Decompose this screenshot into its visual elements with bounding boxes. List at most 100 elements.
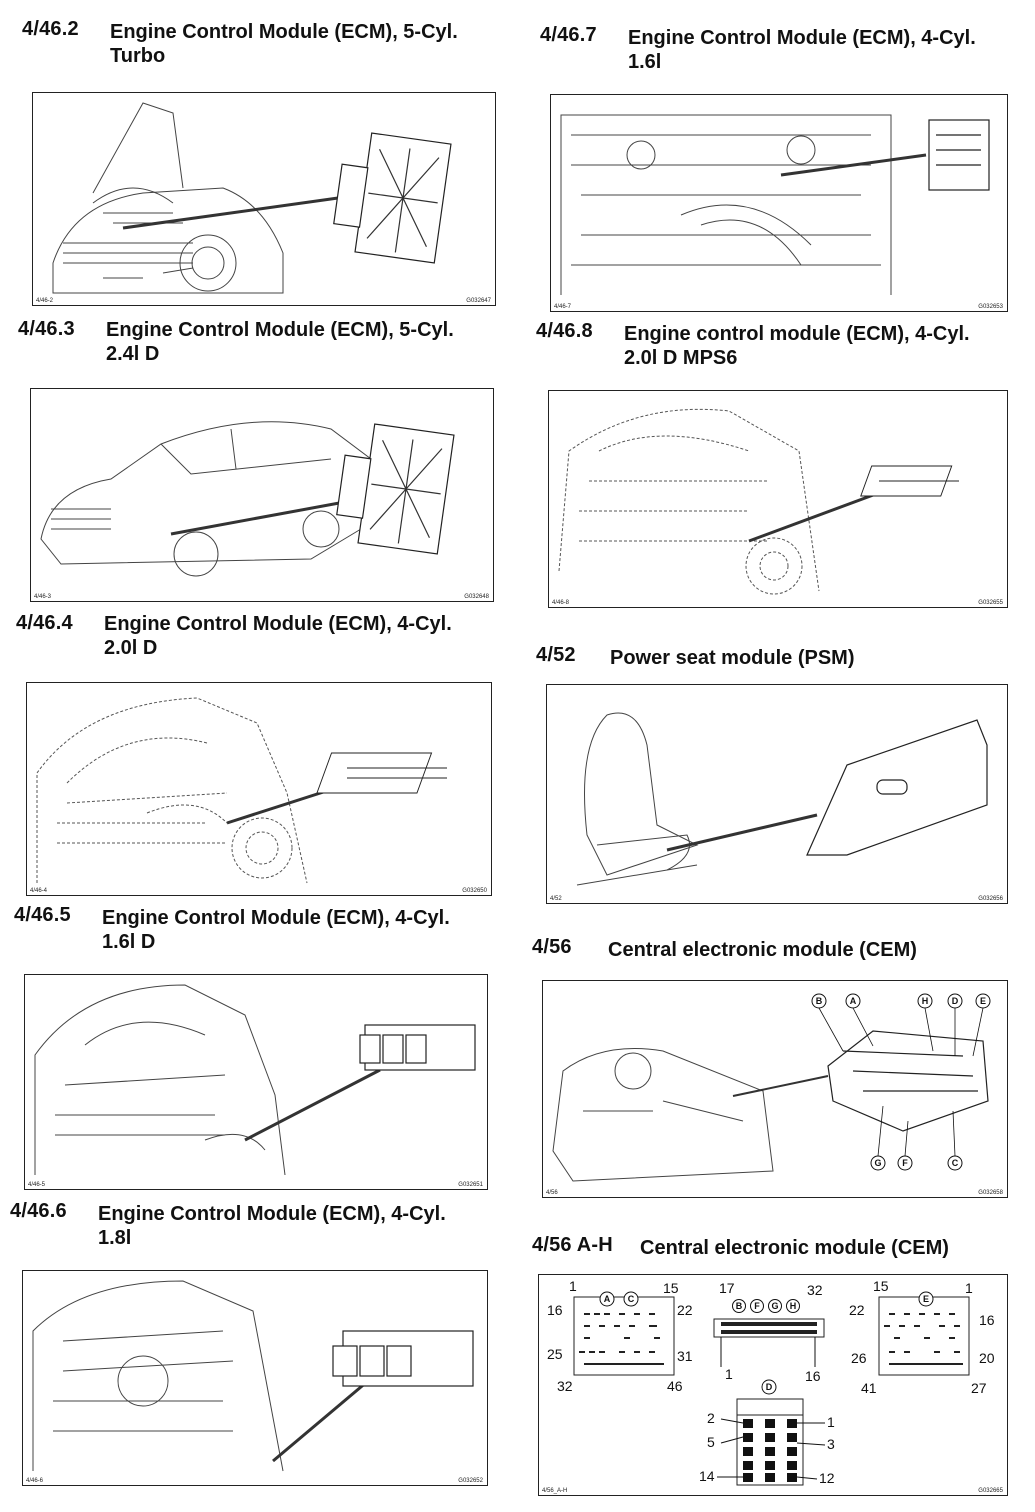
section-title: Central electronic module (CEM) <box>640 1236 949 1260</box>
pinout-letter-b: B <box>736 1301 743 1311</box>
section-code: 4/46.2 <box>22 18 79 40</box>
connector-d: D 2 1 5 3 14 12 <box>699 1379 835 1486</box>
figure-ecm-4cyl-20d: 4/46-4 G032650 <box>26 682 492 896</box>
pinout-diagram: A C 1 15 16 22 25 31 32 46 B F G H 17 32… <box>547 1278 995 1486</box>
callout-f: F <box>902 1158 908 1168</box>
pin-label: 14 <box>699 1468 715 1484</box>
title-line-1: Power seat module (PSM) <box>610 647 855 669</box>
section-title: Engine Control Module (ECM), 4-Cyl. 1.6l… <box>102 906 450 954</box>
pinout-letter-a: A <box>604 1294 611 1304</box>
section-title: Engine Control Module (ECM), 5-Cyl. Turb… <box>110 20 458 68</box>
figure-id-right: G032656 <box>978 896 1003 902</box>
figure-id-left: 4/46-3 <box>34 594 52 600</box>
figure-id-right: G032655 <box>978 600 1003 606</box>
pin-label: 22 <box>677 1302 693 1318</box>
pin-label: 31 <box>677 1348 693 1364</box>
section-code: 4/46.4 <box>16 612 73 634</box>
pin-label: 32 <box>557 1378 573 1394</box>
figure-id-left: 4/46-6 <box>26 1478 44 1484</box>
figure-cem: B A H D E G F C 4/56 G032658 <box>542 980 1008 1198</box>
pin-label: 20 <box>979 1350 995 1366</box>
callout-h: H <box>922 996 929 1006</box>
title-line-1: Central electronic module (CEM) <box>608 939 917 961</box>
connector-bfgh: B F G H 17 32 1 16 <box>713 1280 825 1384</box>
pin-label: 15 <box>873 1278 889 1294</box>
section-code: 4/56 <box>532 936 572 958</box>
pinout-letter-e: E <box>923 1294 929 1304</box>
figure-id-right: G032653 <box>978 304 1003 310</box>
ecm-unit <box>316 752 447 794</box>
pin-label: 15 <box>663 1280 679 1296</box>
figure-id-left: 4/46-2 <box>36 298 54 304</box>
section-title: Engine Control Module (ECM), 4-Cyl. 2.0l… <box>104 612 452 660</box>
section-code: 4/46.8 <box>536 320 593 342</box>
engine-bay-illustration <box>558 408 959 595</box>
title-line-2: 1.6l <box>628 51 662 73</box>
figure-id-right: G032650 <box>462 888 487 894</box>
pin-label: 1 <box>965 1280 973 1296</box>
figure-id-right: G032647 <box>466 298 491 304</box>
title-line-1: Central electronic module (CEM) <box>640 1237 949 1259</box>
pin-label: 22 <box>849 1302 865 1318</box>
pinout-letter-h: H <box>790 1301 797 1311</box>
section-code: 4/56 A-H <box>532 1234 613 1256</box>
callout-a: A <box>850 996 857 1006</box>
pin-label: 16 <box>979 1312 995 1328</box>
callout-g: G <box>874 1158 881 1168</box>
pin-label: 2 <box>707 1410 715 1426</box>
pinout-letter-d: D <box>766 1382 773 1392</box>
title-line-2: 2.0l D <box>104 637 158 659</box>
section-title: Engine control module (ECM), 4-Cyl. 2.0l… <box>624 322 970 370</box>
section-code: 4/52 <box>536 644 576 666</box>
figure-ecm-4cyl-16d: 4/46-5 G032651 <box>24 974 488 1190</box>
sedan-illustration <box>40 421 455 577</box>
ecm-unit <box>333 132 452 264</box>
figure-id-left: 4/46-7 <box>554 304 572 310</box>
engine-bay-illustration <box>560 114 990 295</box>
title-line-1: Engine Control Module (ECM), 4-Cyl. <box>104 613 452 635</box>
pin-label: 12 <box>819 1470 835 1486</box>
title-line-1: Engine Control Module (ECM), 4-Cyl. <box>98 1203 446 1225</box>
section-code: 4/46.3 <box>18 318 75 340</box>
pin-label: 32 <box>807 1282 823 1298</box>
connector-ac: A C 1 15 16 22 25 31 32 46 <box>547 1278 693 1394</box>
pinout-letter-g: G <box>771 1301 778 1311</box>
pin-label: 1 <box>725 1366 733 1382</box>
title-line-1: Engine Control Module (ECM), 4-Cyl. <box>628 27 976 49</box>
figure-ecm-4cyl-20d-mps6: 4/46-8 G032655 <box>548 390 1008 608</box>
figure-id-left: 4/46-5 <box>28 1182 46 1188</box>
callout-d: D <box>952 996 959 1006</box>
title-line-2: 2.4l D <box>106 343 160 365</box>
section-code: 4/46.7 <box>540 24 597 46</box>
ecm-unit <box>332 1330 474 1387</box>
engine-bay-illustration <box>36 697 447 884</box>
title-line-1: Engine Control Module (ECM), 5-Cyl. <box>110 21 458 43</box>
figure-power-seat-module: 4/52 G032656 <box>546 684 1008 904</box>
cem-unit <box>827 1030 989 1132</box>
section-title: Power seat module (PSM) <box>610 646 855 670</box>
connector-e: E 15 1 22 16 26 20 41 27 <box>849 1278 995 1396</box>
callout-c: C <box>952 1158 959 1168</box>
cem-illustration: B A H D E G F C <box>552 993 991 1182</box>
title-line-2: Turbo <box>110 45 166 67</box>
section-title: Engine Control Module (ECM), 5-Cyl. 2.4l… <box>106 318 454 366</box>
pin-label: 16 <box>805 1368 821 1384</box>
figure-id-right: G032648 <box>464 594 489 600</box>
ecm-unit <box>359 1024 476 1071</box>
pinout-letter-f: F <box>754 1301 760 1311</box>
callout-b: B <box>816 996 823 1006</box>
pin-label: 26 <box>851 1350 867 1366</box>
engine-bay-illustration <box>52 102 452 294</box>
engine-bay-illustration <box>32 1280 474 1472</box>
figure-ecm-4cyl-18: 4/46-6 G032652 <box>22 1270 488 1486</box>
figure-id-left: 4/56 <box>546 1190 558 1196</box>
title-line-1: Engine Control Module (ECM), 4-Cyl. <box>102 907 450 929</box>
title-line-1: Engine control module (ECM), 4-Cyl. <box>624 323 970 345</box>
figure-id-right: G032651 <box>458 1182 483 1188</box>
figure-ecm-4cyl-16: 4/46-7 G032653 <box>550 94 1008 312</box>
pin-label: 16 <box>547 1302 563 1318</box>
pinout-letter-c: C <box>628 1294 635 1304</box>
section-title: Central electronic module (CEM) <box>608 938 917 962</box>
title-line-2: 1.8l <box>98 1227 132 1249</box>
section-code: 4/46.5 <box>14 904 71 926</box>
